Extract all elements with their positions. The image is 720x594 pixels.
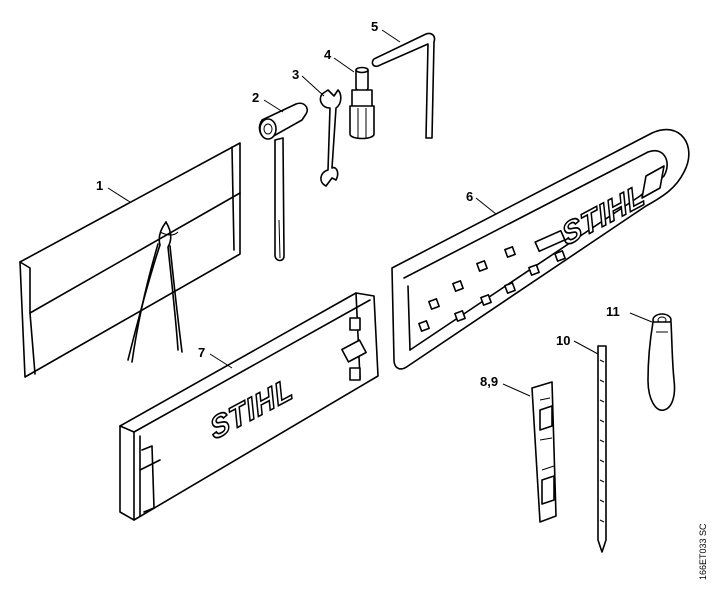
leader-lines <box>107 29 653 397</box>
hex-key <box>371 32 436 139</box>
bar-scabbard: STIHL <box>119 292 379 521</box>
socket-adapter <box>349 66 375 140</box>
callout-5: 5 <box>371 19 378 34</box>
file-handle <box>647 313 676 411</box>
depth-gauge-tool <box>531 381 557 523</box>
callout-3: 3 <box>292 67 299 82</box>
callout-1: 1 <box>96 178 103 193</box>
callout-4: 4 <box>324 47 332 62</box>
guide-bar: STIHL <box>391 128 690 370</box>
combination-wrench <box>258 102 309 262</box>
callout-2: 2 <box>252 90 259 105</box>
callout-10: 10 <box>556 333 570 348</box>
callout-numbers: 1 2 3 4 5 6 7 8,9 10 11 <box>96 19 620 389</box>
callout-7: 7 <box>198 345 205 360</box>
callout-6: 6 <box>466 189 473 204</box>
round-file <box>597 345 607 553</box>
drawing-reference: 166ET033 SC <box>698 523 708 580</box>
callout-8-9: 8,9 <box>480 374 498 389</box>
open-end-spanner <box>319 89 342 187</box>
callout-11: 11 <box>606 304 620 319</box>
tool-pouch <box>19 142 241 378</box>
